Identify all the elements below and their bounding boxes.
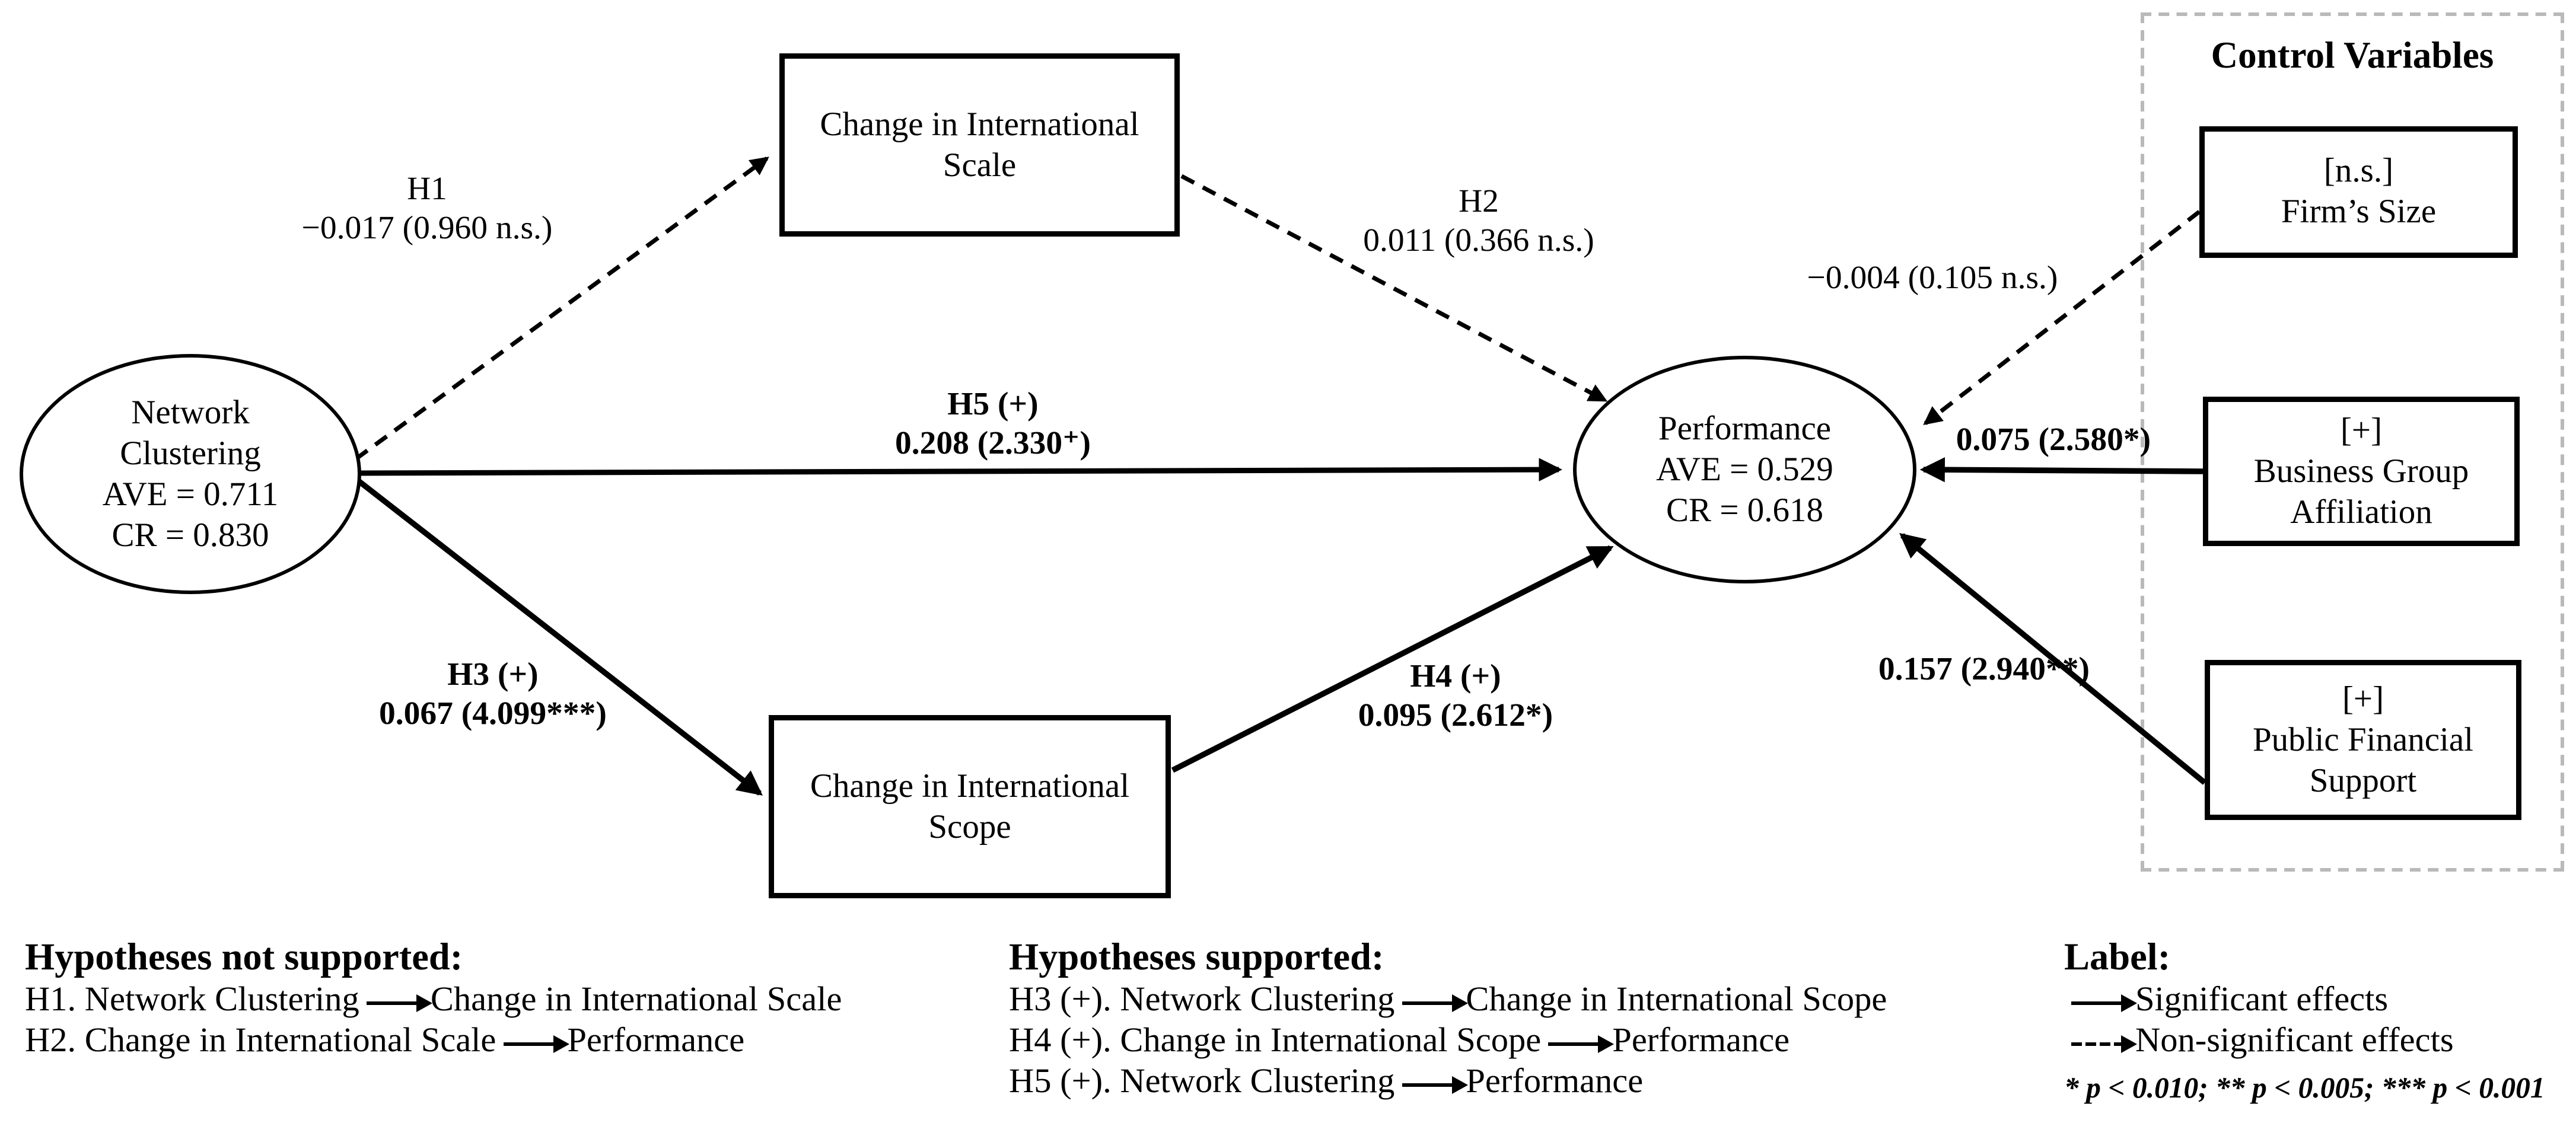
dashed-arrow-icon (2071, 1035, 2137, 1053)
legend-supported: Hypotheses supported: H3 (+). Network Cl… (1009, 936, 2005, 1103)
right-arrow-icon (1402, 1076, 1468, 1094)
solid-arrow-icon (2071, 994, 2137, 1012)
edge-h3-solid (356, 478, 763, 796)
legend-not-supported: Hypotheses not supported: H1. Network Cl… (25, 936, 1012, 1062)
control-box-public-financial: [+] Public Financial Support (2205, 660, 2521, 820)
performance-cr: CR = 0.618 (1666, 492, 1823, 529)
network-clustering-line1: Network (131, 394, 250, 432)
performance-ave: AVE = 0.529 (1656, 451, 1833, 489)
edge-label-h3: H3 (+) 0.067 (4.099***) (297, 656, 689, 735)
edge-h2-dashed (1180, 174, 1608, 403)
supported-title: Hypotheses supported: (1009, 936, 1384, 978)
public-value: 0.157 (2.940**) (1878, 653, 2090, 688)
edge-label-h2: H2 0.011 (0.366 n.s.) (1301, 183, 1657, 261)
public-financial-label: Public Financial Support (2252, 721, 2473, 800)
scope-line2: Scope (928, 808, 1011, 846)
network-clustering-line2: Clustering (120, 435, 261, 473)
edge-h4-solid (1171, 545, 1614, 773)
network-clustering-ave: AVE = 0.711 (102, 476, 279, 513)
edge-firm-size-dashed (1923, 210, 2201, 425)
h4-id: H4 (+) (1410, 660, 1501, 695)
firm-size-label: Firm’s Size (2281, 194, 2437, 231)
non-significant-effects-row: Non-significant effects (2064, 1021, 2571, 1062)
node-network-clustering: Network Clustering AVE = 0.711 CR = 0.83… (20, 354, 361, 594)
h2-id: H2 (1459, 185, 1499, 221)
edge-h5-solid (359, 458, 1562, 481)
edge-h1-dashed (354, 157, 769, 461)
right-arrow-icon (503, 1035, 569, 1053)
h2-value: 0.011 (0.366 n.s.) (1363, 224, 1594, 260)
node-change-international-scope: Change in International Scope (769, 715, 1171, 898)
right-arrow-icon (1402, 994, 1468, 1012)
firm-size-value: −0.004 (0.105 n.s.) (1807, 261, 2058, 297)
scale-line1: Change in International (820, 106, 1139, 143)
right-arrow-icon (366, 994, 432, 1012)
edge-label-public: 0.157 (2.940**) (1824, 651, 2144, 690)
edge-label-h4: H4 (+) 0.095 (2.612*) (1260, 658, 1651, 736)
legend-label: Label: Significant effects Non-significa… (2064, 936, 2571, 1108)
h1-id: H1 (407, 173, 447, 208)
not-supported-title: Hypotheses not supported: (25, 936, 463, 978)
firm-size-sign: [n.s.] (2323, 153, 2394, 190)
h5-id: H5 (+) (947, 388, 1039, 423)
p-value-note: * p < 0.010; ** p < 0.005; *** p < 0.001 (2064, 1071, 2545, 1105)
control-variables-title: Control Variables (2211, 34, 2494, 76)
control-box-business-group: [+] Business Group Affiliation (2203, 397, 2520, 546)
node-change-international-scale: Change in International Scale (779, 53, 1180, 237)
edge-label-h5: H5 (+) 0.208 (2.330⁺) (815, 386, 1171, 464)
edge-business-solid (1919, 457, 2204, 483)
network-clustering-cr: CR = 0.830 (112, 516, 269, 554)
scale-line2: Scale (942, 146, 1017, 184)
business-value: 0.075 (2.580*) (1956, 423, 2151, 459)
h3-id: H3 (+) (447, 658, 539, 694)
significant-effects-row: Significant effects (2064, 980, 2571, 1021)
h5-value: 0.208 (2.330⁺) (895, 427, 1091, 462)
label-legend-title: Label: (2064, 936, 2171, 978)
h4-value: 0.095 (2.612*) (1358, 699, 1553, 735)
control-box-firm-size: [n.s.] Firm’s Size (2199, 126, 2518, 258)
edge-label-business: 0.075 (2.580*) (1900, 422, 2206, 461)
scope-line1: Change in International (810, 767, 1130, 805)
node-performance: Performance AVE = 0.529 CR = 0.618 (1573, 356, 1916, 583)
performance-line1: Performance (1658, 410, 1832, 448)
h1-value: −0.017 (0.960 n.s.) (301, 212, 553, 247)
edge-label-h1: H1 −0.017 (0.960 n.s.) (231, 171, 623, 249)
public-financial-sign: [+] (2342, 680, 2384, 718)
h3-value: 0.067 (4.099***) (379, 697, 607, 733)
business-group-sign: [+] (2340, 411, 2383, 449)
edge-label-firm-size: −0.004 (0.105 n.s.) (1728, 260, 2137, 299)
right-arrow-icon (1548, 1035, 1615, 1053)
business-group-label: Business Group Affiliation (2253, 452, 2469, 531)
edge-public-solid (1899, 532, 2207, 785)
